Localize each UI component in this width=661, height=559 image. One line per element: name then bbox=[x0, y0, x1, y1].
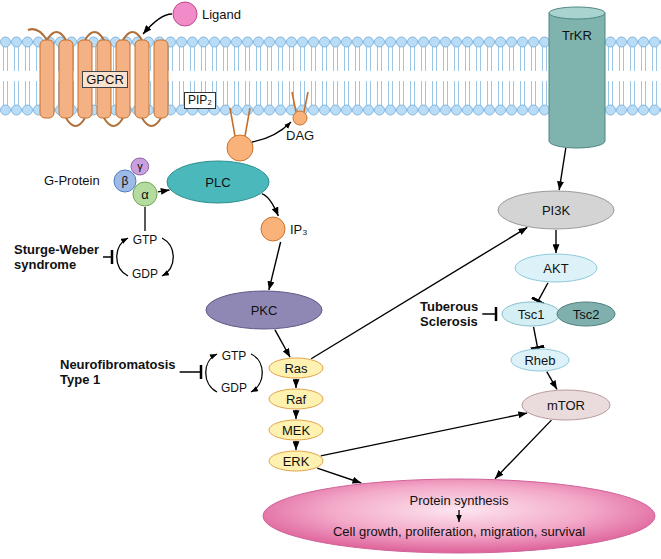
inhibition-connector bbox=[534, 327, 538, 348]
kinase-ellipse: mTOR bbox=[521, 389, 611, 421]
nucleotide-label: GTP bbox=[133, 233, 158, 248]
node-label: Tsc1 bbox=[518, 307, 545, 322]
nucleotide-label: GDP bbox=[132, 267, 158, 282]
alpha-subunit: α bbox=[132, 181, 158, 207]
node-label: Ras bbox=[284, 361, 307, 376]
arrow-connector bbox=[158, 190, 170, 192]
arrow-connector bbox=[495, 420, 551, 479]
inhibition-connector bbox=[538, 283, 548, 302]
nucleotide-label: GTP bbox=[222, 349, 247, 364]
protein-ellipse: Tsc2 bbox=[556, 301, 616, 327]
inhibition-line bbox=[103, 256, 112, 258]
arrow-connector bbox=[321, 413, 527, 456]
node-label: Ligand bbox=[202, 7, 241, 22]
inhibition-bar bbox=[200, 365, 203, 379]
node-label: MEK bbox=[282, 423, 310, 438]
pathway-ellipse: Ras bbox=[268, 357, 324, 379]
node-label: IP₃ bbox=[290, 222, 308, 237]
group-label: G-Protein bbox=[44, 173, 100, 188]
node-label: ERK bbox=[283, 454, 310, 469]
node-label: γ bbox=[137, 160, 143, 173]
arrow-connector bbox=[317, 468, 361, 483]
node-label: TrKR bbox=[562, 28, 592, 43]
outcome-ellipse: Protein synthesisCell growth, proliferat… bbox=[262, 478, 656, 554]
node-label: Rheb bbox=[524, 353, 555, 368]
node-label: β bbox=[122, 174, 129, 188]
disease-label: Sturge-Weber syndrome bbox=[14, 242, 112, 272]
protein-ellipse: Rheb bbox=[510, 348, 570, 372]
nucleotide-label: GDP bbox=[221, 381, 247, 396]
receptor-loops bbox=[28, 29, 161, 126]
arrow-connector bbox=[295, 441, 296, 450]
receptor-cylinder: TrKR bbox=[548, 6, 606, 148]
node-label: PKC bbox=[251, 303, 278, 318]
arrow-connector bbox=[275, 330, 290, 358]
pip2-lipid bbox=[227, 108, 253, 161]
pathway-ellipse: Raf bbox=[268, 388, 324, 410]
pathway-ellipse: ERK bbox=[268, 450, 324, 472]
arrow-connector bbox=[262, 194, 278, 216]
pathway-ellipse: MEK bbox=[268, 419, 324, 441]
arrow-connector bbox=[295, 379, 296, 388]
inhibition-line bbox=[180, 371, 201, 373]
node-body: Cell growth, proliferation, migration, s… bbox=[333, 524, 585, 539]
node-label: Protein synthesis bbox=[410, 493, 509, 508]
inhibition-bar bbox=[111, 250, 114, 264]
gpcr-receptor: GPCR bbox=[36, 34, 174, 124]
protein-ellipse: Tsc1 bbox=[501, 301, 561, 327]
kinase-ellipse: AKT bbox=[514, 253, 598, 283]
molecule-circle bbox=[172, 1, 198, 27]
node-label: AKT bbox=[543, 261, 568, 276]
cleavage-arrow bbox=[252, 122, 291, 142]
enzyme-ellipse: PLC bbox=[166, 160, 270, 204]
lipid-label: DAG bbox=[286, 128, 314, 143]
messenger-molecule: IP₃ bbox=[260, 216, 308, 242]
lipid-label-box: PIP₂ bbox=[184, 92, 216, 109]
arrow-connector bbox=[295, 410, 296, 419]
molecule-circle bbox=[260, 216, 286, 242]
disease-label: Tuberous Sclerosis bbox=[420, 299, 498, 329]
inhibition-bar bbox=[495, 307, 498, 321]
arrow-connector bbox=[547, 372, 557, 390]
arrow-connector bbox=[311, 227, 527, 358]
node-label: GPCR bbox=[82, 71, 128, 88]
ligand-molecule: Ligand bbox=[172, 1, 241, 27]
disease-label: Neurofibromatosis Type 1 bbox=[60, 357, 192, 387]
arrow-connector bbox=[555, 230, 556, 253]
arrow-connector bbox=[143, 14, 172, 34]
node-label: α bbox=[141, 187, 149, 202]
kinase-ellipse: PI3K bbox=[497, 190, 615, 230]
arrow-connector bbox=[269, 242, 281, 290]
gamma-subunit: γ bbox=[130, 157, 150, 176]
flow-arrow bbox=[453, 509, 465, 523]
node-label: Raf bbox=[286, 392, 306, 407]
inhibition-line bbox=[482, 313, 496, 315]
kinase-ellipse: PKC bbox=[205, 290, 323, 330]
receptor-helices bbox=[40, 40, 168, 118]
node-label: PLC bbox=[205, 175, 230, 190]
node-label: mTOR bbox=[547, 398, 585, 413]
arrow-connector bbox=[559, 148, 566, 190]
node-label: PI3K bbox=[542, 203, 570, 218]
gtp-link-line bbox=[144, 207, 145, 231]
node-label: PIP₂ bbox=[188, 93, 212, 108]
node-label: Tsc2 bbox=[573, 307, 600, 322]
dag-lipid bbox=[292, 92, 308, 125]
cylinder-outline bbox=[548, 6, 606, 148]
